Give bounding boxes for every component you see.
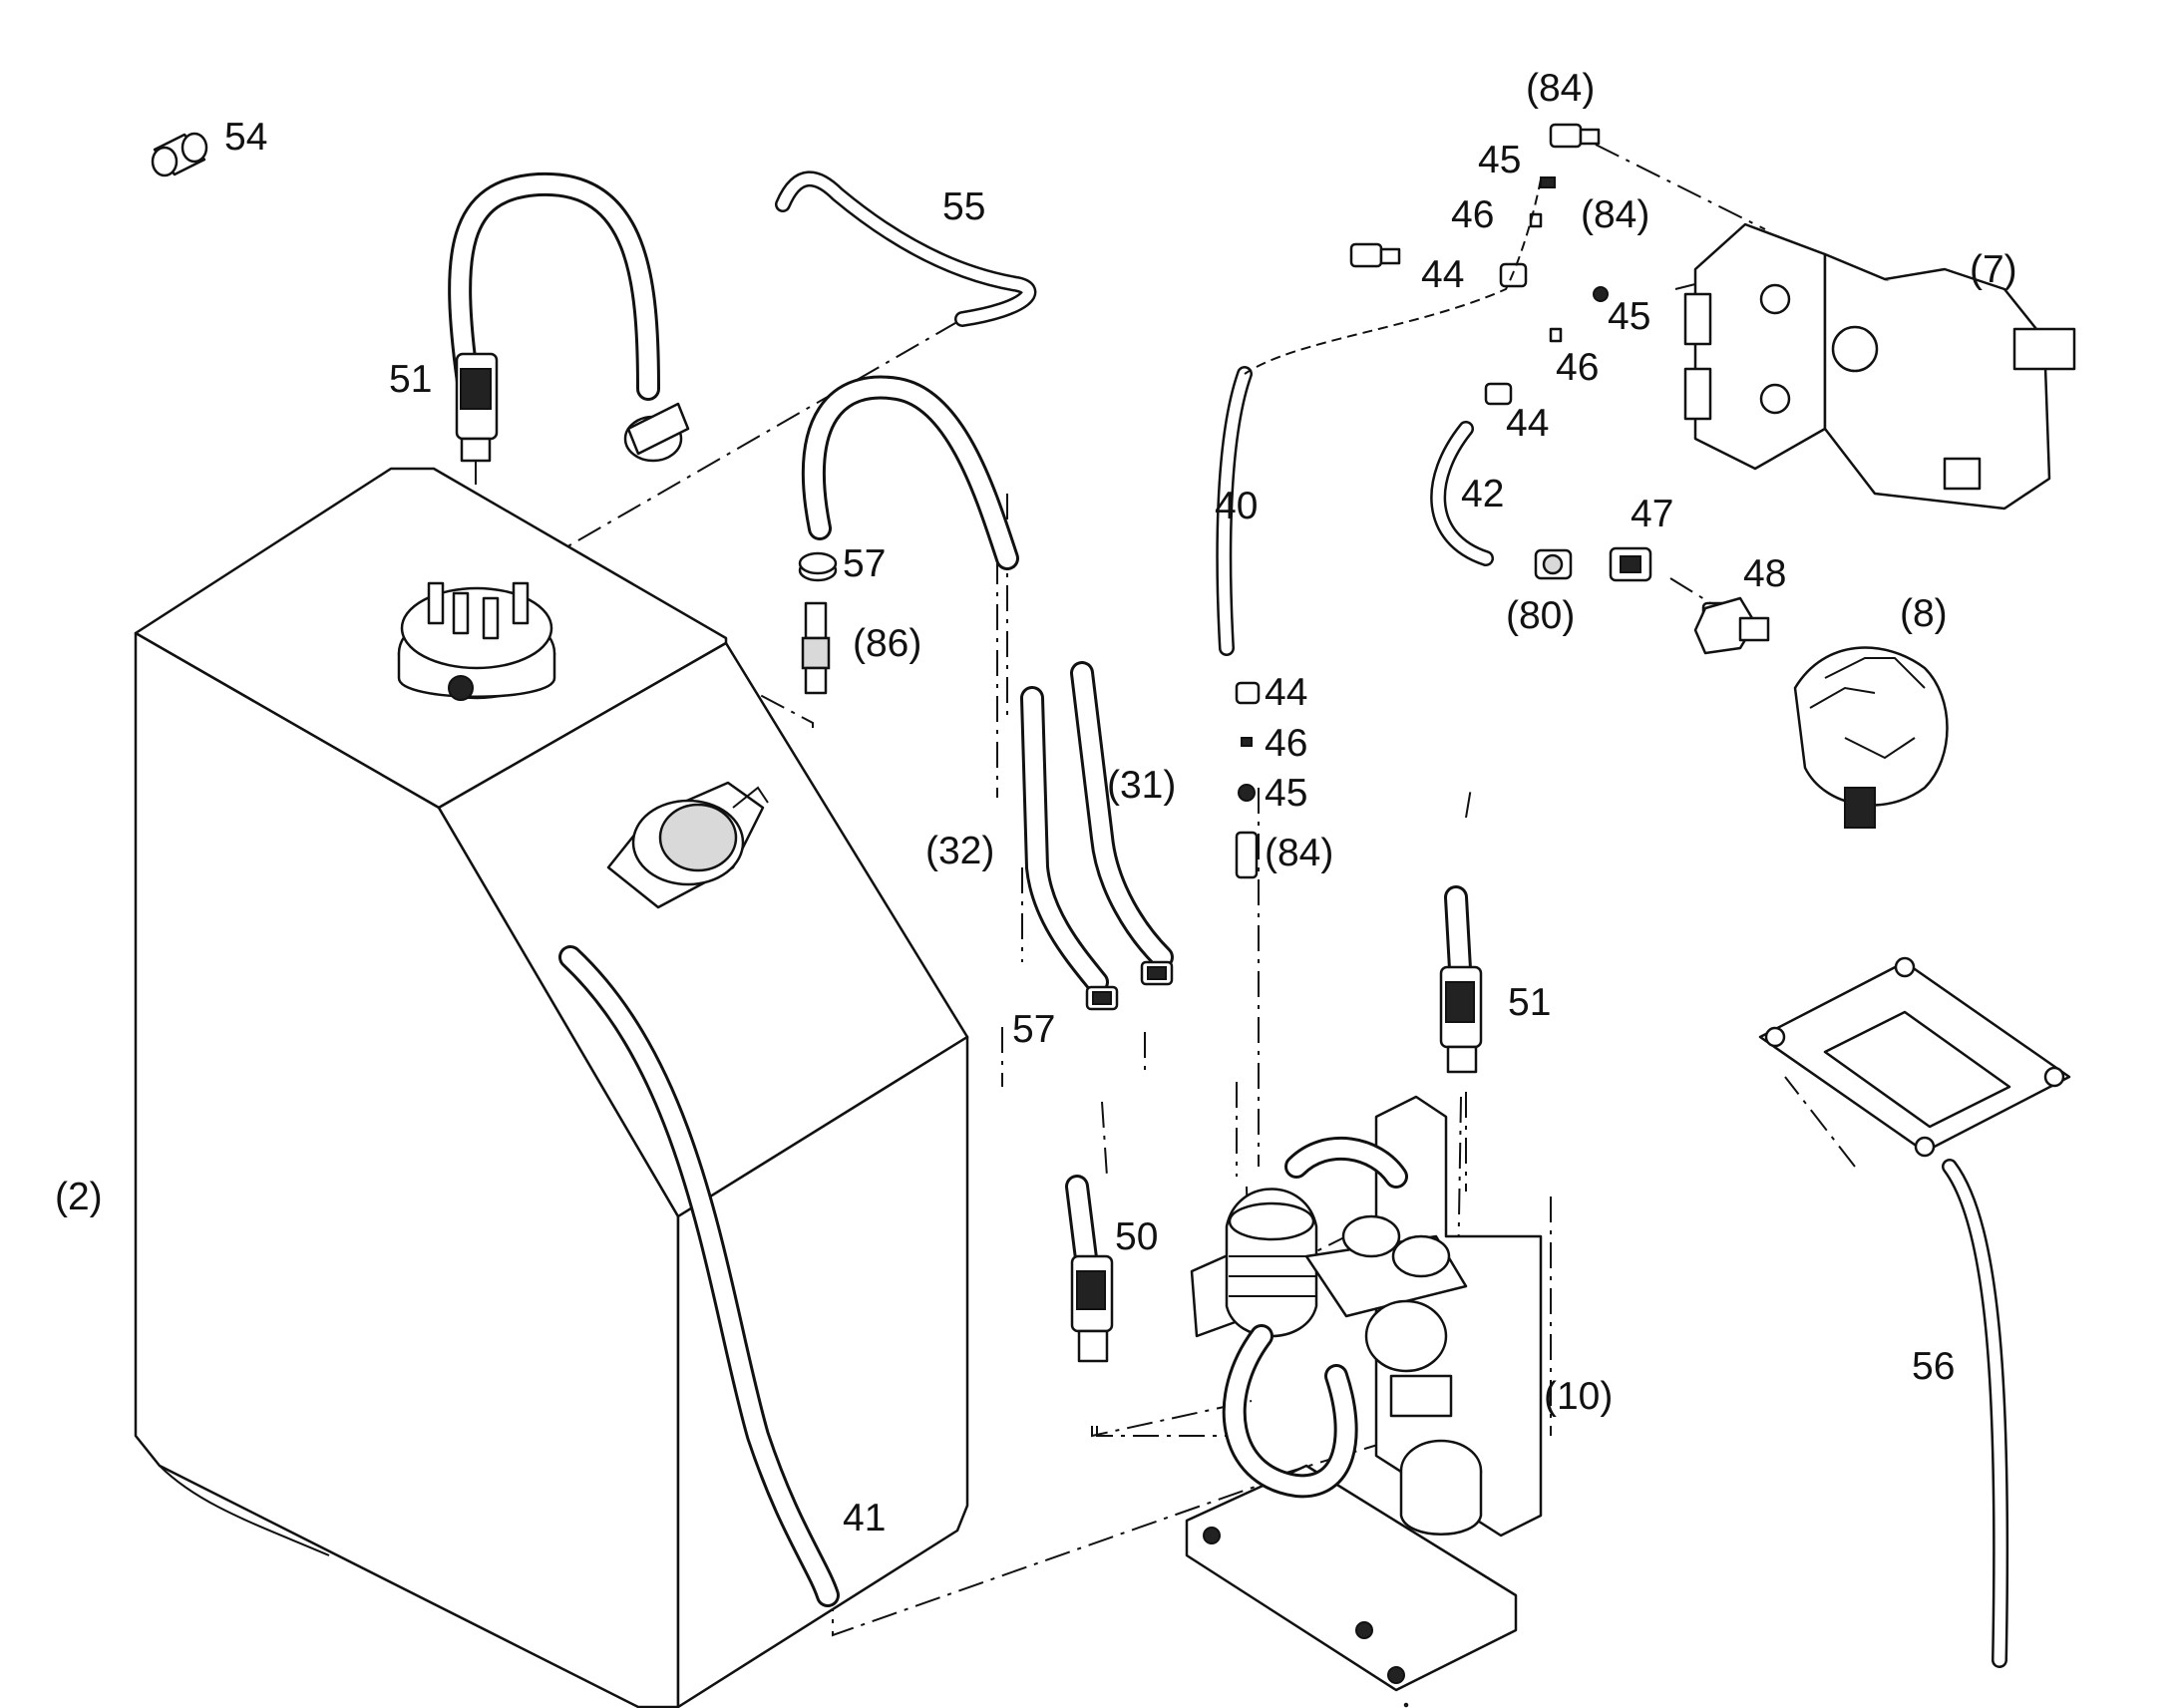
part-40-hose: [1216, 366, 1261, 879]
label-51-top: 51: [389, 358, 432, 401]
part-31-32-hoses: [1020, 661, 1174, 1011]
label-44-upper: 44: [1506, 402, 1549, 445]
label-46-top: 46: [1451, 193, 1494, 236]
label-50: 50: [1115, 1215, 1158, 1258]
label-84-top: (84): [1526, 67, 1595, 110]
label-45-upper: 45: [1608, 295, 1650, 338]
leader-lines: [475, 144, 1856, 1637]
label-31: (31): [1107, 764, 1176, 807]
part-54-cap: [151, 132, 208, 177]
label-42: 42: [1461, 473, 1504, 515]
label-32: (32): [925, 830, 994, 872]
part-10-pump-module: [1185, 1095, 1543, 1708]
part-8-gauge: [1693, 596, 1949, 829]
part-labels: 54 55 51 57 (86) (2) 41 (32) (31) 57 50 …: [55, 67, 2017, 1539]
part-55-hose: [775, 171, 1037, 327]
label-86: (86): [853, 622, 921, 665]
part-51b-connector: [1439, 885, 1483, 1074]
label-44-mid: 44: [1265, 671, 1307, 714]
label-45-top: 45: [1478, 139, 1521, 181]
part-56-plate: [1758, 956, 2071, 1668]
label-10: (10): [1544, 1375, 1613, 1418]
tank-2: [134, 467, 969, 1708]
label-40: 40: [1215, 485, 1258, 527]
label-48: 48: [1743, 552, 1786, 595]
label-45-mid: 45: [1265, 772, 1307, 815]
part-50-connector: [1065, 1175, 1114, 1363]
label-46-mid: 46: [1265, 722, 1307, 765]
part-51-hose-connector: [448, 171, 690, 463]
label-41: 41: [843, 1497, 886, 1539]
label-57-top: 57: [843, 542, 886, 585]
part-42-hose: [1430, 421, 1751, 645]
label-80: (80): [1506, 594, 1575, 637]
label-46-upper: 46: [1556, 346, 1599, 389]
label-84-mid: (84): [1265, 832, 1333, 874]
label-51-right: 51: [1508, 981, 1551, 1024]
fitting-chain-top: [1244, 123, 1609, 406]
label-44-top: 44: [1421, 253, 1464, 296]
label-55: 55: [942, 185, 985, 228]
part-86-fitting: [798, 375, 1019, 695]
label-47: 47: [1631, 493, 1673, 535]
label-57-mid: 57: [1012, 1008, 1055, 1051]
label-7: (7): [1970, 248, 2017, 291]
label-54: 54: [224, 116, 267, 159]
label-8: (8): [1900, 592, 1948, 635]
label-56: 56: [1912, 1345, 1955, 1388]
label-2: (2): [55, 1176, 103, 1218]
part-7-motor: [1683, 222, 2076, 511]
label-84-upper: (84): [1581, 193, 1649, 236]
